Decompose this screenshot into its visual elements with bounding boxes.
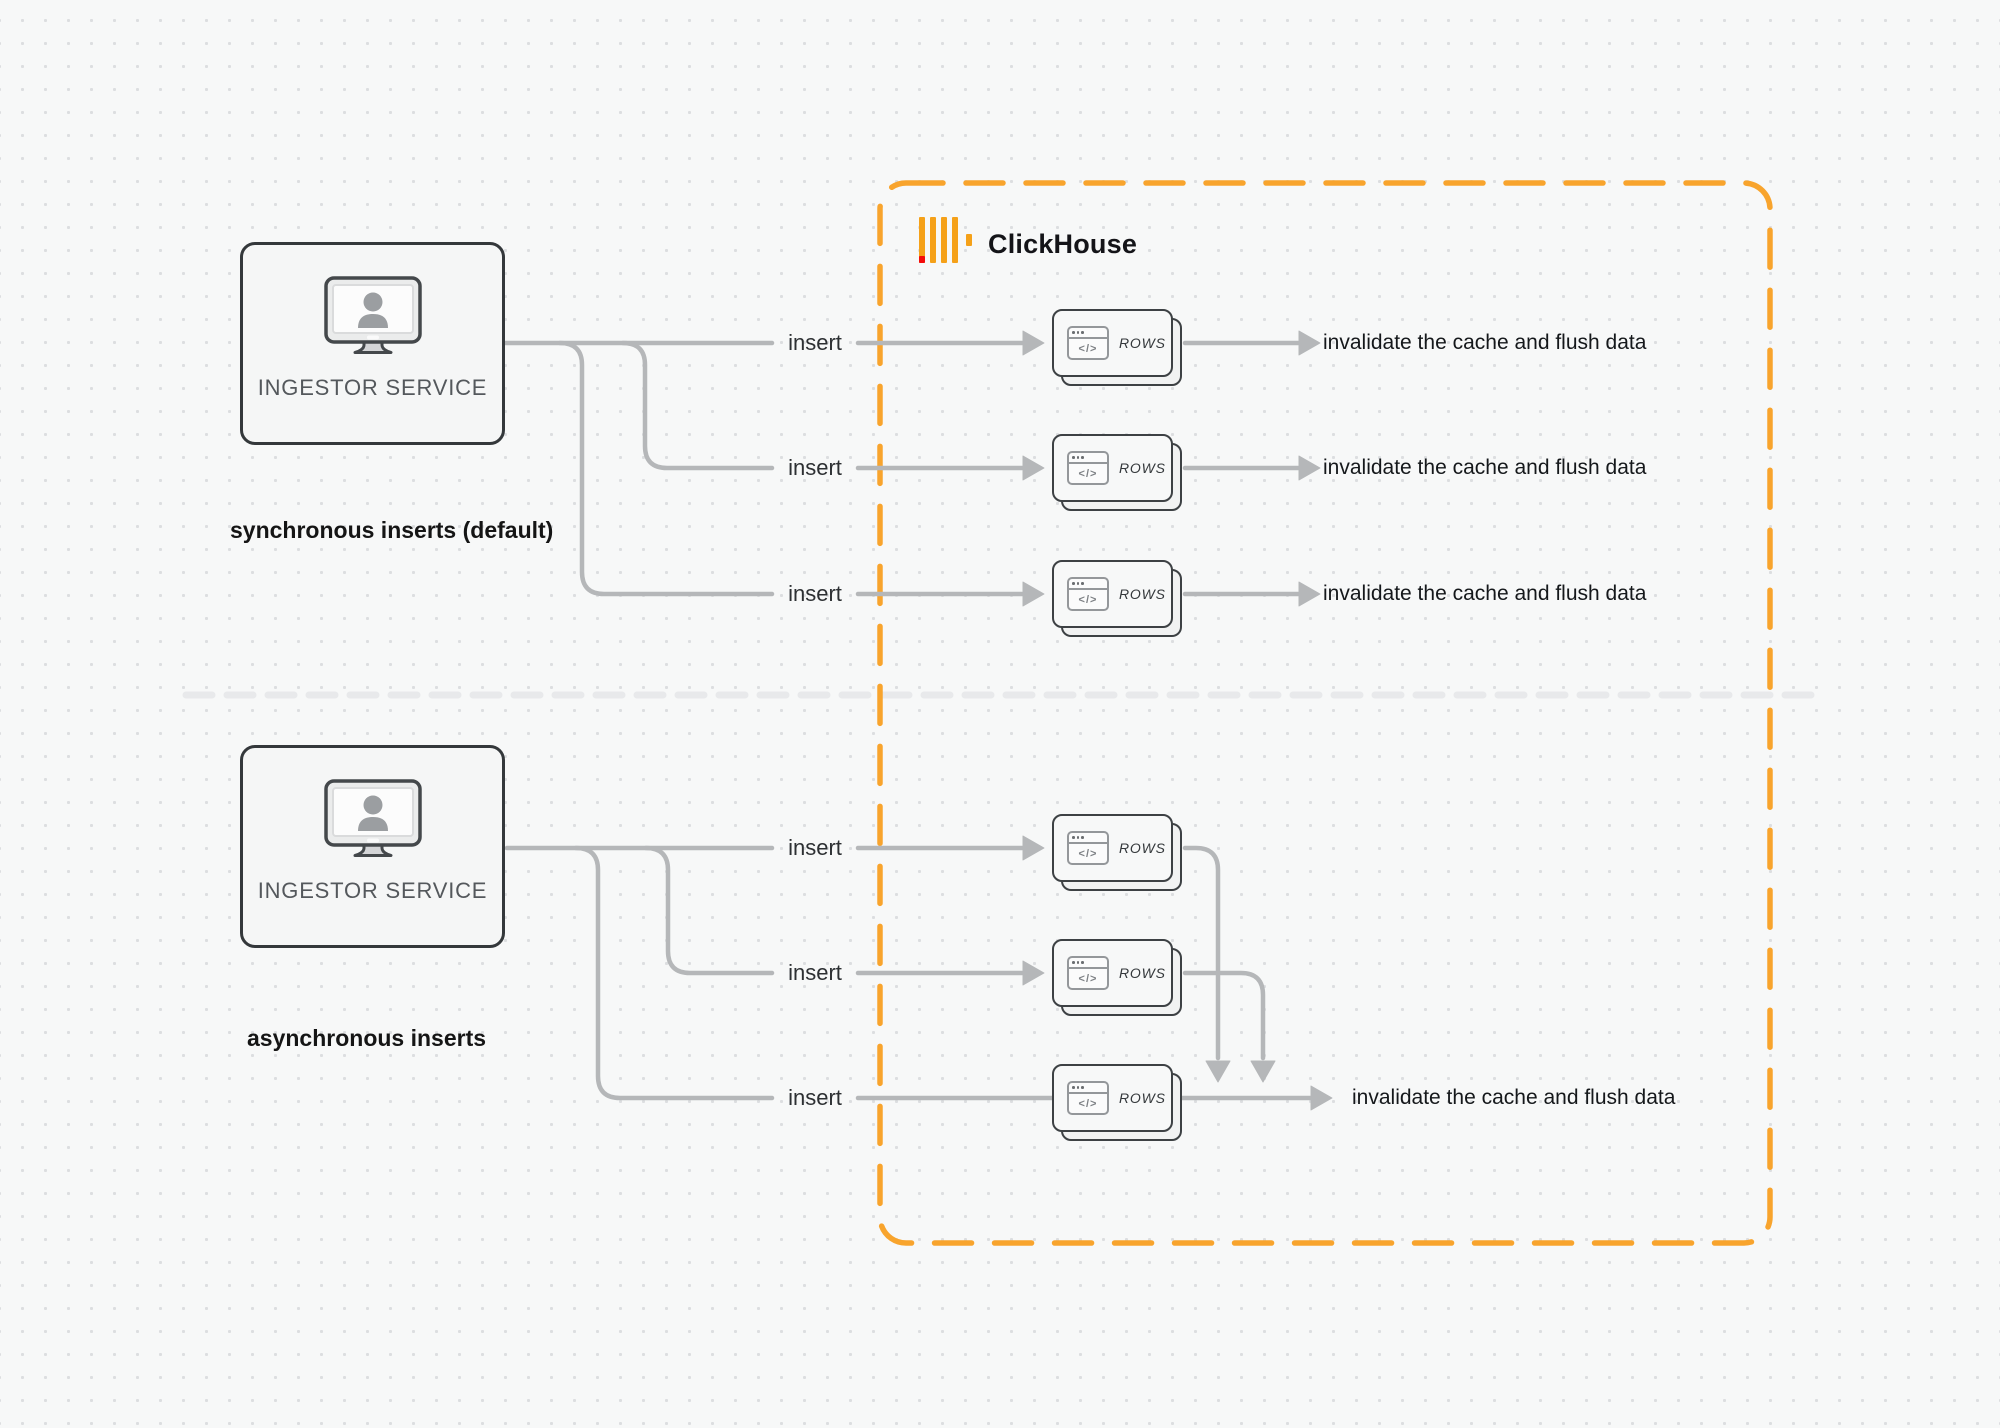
rows-label: ROWS: [1119, 840, 1166, 856]
rows-card: </> ROWS: [1052, 814, 1182, 891]
insert-label: insert: [788, 835, 842, 860]
card-front: </> ROWS: [1052, 434, 1173, 502]
card-front: </> ROWS: [1052, 939, 1173, 1007]
sync-branch-row2: [620, 340, 775, 471]
window-dots: [1069, 1083, 1107, 1094]
arrowhead-down: [1205, 1060, 1231, 1083]
rows-label: ROWS: [1119, 460, 1166, 476]
rows-card: </> ROWS: [1052, 560, 1182, 637]
code-glyph: </>: [1078, 972, 1098, 985]
result-label: invalidate the cache and flush data: [1352, 1086, 1676, 1109]
code-window-icon: </>: [1067, 956, 1109, 990]
card-front: </> ROWS: [1052, 560, 1173, 628]
window-dots: [1069, 453, 1107, 464]
code-glyph: </>: [1078, 593, 1098, 606]
monitor-user-icon: [323, 276, 422, 354]
insert-label: insert: [788, 581, 842, 606]
window-dots: [1069, 833, 1107, 844]
sync-branch-row3: [557, 340, 775, 597]
rows-label: ROWS: [1119, 965, 1166, 981]
arrowhead-right: [1022, 581, 1045, 607]
async-caption: asynchronous inserts: [247, 1025, 487, 1051]
rows-card: </> ROWS: [1052, 309, 1182, 386]
insert-label: insert: [788, 455, 842, 480]
arrowhead-right: [1022, 455, 1045, 481]
rows-card: </> ROWS: [1052, 939, 1182, 1016]
sync-caption: synchronous inserts (default): [230, 517, 554, 543]
clickhouse-logo-icon: [919, 217, 972, 263]
ingestor-service-label: INGESTOR SERVICE: [257, 375, 488, 400]
card-front: </> ROWS: [1052, 1064, 1173, 1132]
arrowheads: [1022, 330, 1333, 1111]
arrowhead-right: [1298, 581, 1321, 607]
result-label: invalidate the cache and flush data: [1323, 331, 1647, 354]
async-merge-line-1: [1182, 845, 1221, 1061]
card-front: </> ROWS: [1052, 309, 1173, 377]
arrowhead-right: [1298, 455, 1321, 481]
ingestor-service-node-sync: INGESTOR SERVICE: [240, 242, 505, 445]
code-glyph: </>: [1078, 342, 1098, 355]
rows-label: ROWS: [1119, 335, 1166, 351]
arrowhead-down: [1250, 1060, 1276, 1083]
code-window-icon: </>: [1067, 451, 1109, 485]
result-label: invalidate the cache and flush data: [1323, 582, 1647, 605]
insert-label: insert: [788, 330, 842, 355]
async-branch-row3: [573, 845, 775, 1101]
code-window-icon: </>: [1067, 577, 1109, 611]
rows-card: </> ROWS: [1052, 1064, 1182, 1141]
clickhouse-boundary: [877, 180, 1773, 1246]
window-dots: [1069, 579, 1107, 590]
arrowhead-right: [1022, 330, 1045, 356]
async-merge-line-2: [1182, 970, 1266, 1061]
code-window-icon: </>: [1067, 326, 1109, 360]
async-branch-row2: [643, 845, 775, 976]
insert-label: insert: [788, 960, 842, 985]
rows-label: ROWS: [1119, 1090, 1166, 1106]
window-dots: [1069, 328, 1107, 339]
window-dots: [1069, 958, 1107, 969]
monitor-user-icon: [323, 779, 422, 857]
code-glyph: </>: [1078, 847, 1098, 860]
arrowhead-right: [1022, 835, 1045, 861]
code-window-icon: </>: [1067, 831, 1109, 865]
connector-paths: [502, 340, 1315, 1101]
code-glyph: </>: [1078, 467, 1098, 480]
code-glyph: </>: [1078, 1097, 1098, 1110]
arrowhead-right: [1022, 960, 1045, 986]
rows-label: ROWS: [1119, 586, 1166, 602]
insert-label: insert: [788, 1085, 842, 1110]
arrowhead-right: [1298, 330, 1321, 356]
ingestor-service-label: INGESTOR SERVICE: [257, 878, 488, 903]
arrowhead-right: [1310, 1085, 1333, 1111]
clickhouse-brand: ClickHouse: [988, 229, 1138, 259]
result-label: invalidate the cache and flush data: [1323, 456, 1647, 479]
ingestor-service-node-async: INGESTOR SERVICE: [240, 745, 505, 948]
rows-card: </> ROWS: [1052, 434, 1182, 511]
card-front: </> ROWS: [1052, 814, 1173, 882]
code-window-icon: </>: [1067, 1081, 1109, 1115]
